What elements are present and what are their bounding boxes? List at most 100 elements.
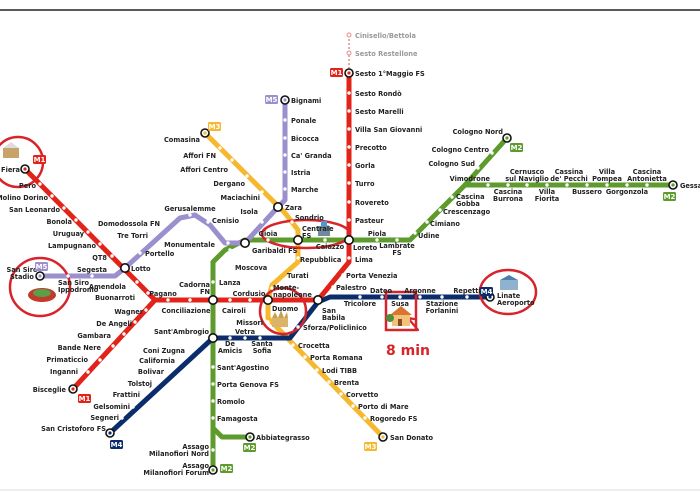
station-crocetta[interactable] (291, 343, 295, 347)
station-conciliazione[interactable] (188, 298, 192, 302)
station-vimodrone[interactable] (486, 183, 490, 187)
station-porta-venezia[interactable] (341, 273, 345, 277)
station-zara[interactable] (272, 202, 283, 213)
station-rovereto[interactable] (347, 200, 351, 204)
station-duomo[interactable] (262, 294, 273, 305)
station-de-amicis[interactable] (228, 336, 232, 340)
station-istria[interactable] (283, 170, 287, 174)
station-coni-zugna[interactable] (186, 350, 190, 354)
station-lodi-tibb[interactable] (315, 368, 319, 372)
station-gorgonzola[interactable] (625, 183, 629, 187)
station-crescenzago[interactable] (438, 208, 442, 212)
station-buonarroti[interactable] (146, 291, 150, 295)
station-cernusco-sul-naviglio[interactable] (525, 183, 529, 187)
station-gioia[interactable] (266, 238, 270, 242)
station-bicocca[interactable] (283, 136, 287, 140)
station-ponale[interactable] (283, 118, 287, 122)
station-isola[interactable] (260, 220, 264, 224)
station-cascina-gobba[interactable] (450, 195, 454, 199)
station-gorla[interactable] (347, 163, 351, 167)
station-assago-milanofiori-nord[interactable] (211, 448, 215, 452)
station-sant-ambrogio[interactable] (208, 332, 219, 343)
station-inganni[interactable] (86, 370, 90, 374)
station-pero[interactable] (38, 182, 42, 186)
station-comasina[interactable] (200, 128, 210, 138)
station-san-donato[interactable] (378, 432, 388, 442)
station-affori-centro[interactable] (230, 158, 234, 162)
station-cascina-antonietta[interactable] (645, 183, 649, 187)
station-bignami[interactable] (280, 95, 290, 105)
station-stazione-forlanini[interactable] (440, 295, 444, 299)
station-tre-torri[interactable] (150, 232, 154, 236)
station-turro[interactable] (347, 181, 351, 185)
station-cologno-centro[interactable] (490, 151, 494, 155)
station-lambrate-fs[interactable] (395, 238, 399, 242)
station-qt8[interactable] (110, 254, 114, 258)
station-molino-dorino[interactable] (50, 194, 54, 198)
station-sforza-policlinico[interactable] (296, 325, 300, 329)
station-de-angeli[interactable] (133, 320, 137, 324)
station-brenta[interactable] (327, 380, 331, 384)
station-bussero[interactable] (585, 183, 589, 187)
station-villa-pompea[interactable] (605, 183, 609, 187)
station-marche[interactable] (283, 187, 287, 191)
station-bolivar[interactable] (165, 371, 169, 375)
station-primaticcio[interactable] (98, 358, 102, 362)
station-bisceglie[interactable] (68, 384, 78, 394)
station-villa-fiorita[interactable] (545, 183, 549, 187)
station-san-siro-ippodromo[interactable] (66, 274, 70, 278)
station-famagosta[interactable] (211, 416, 215, 420)
station-amendola[interactable] (135, 280, 139, 284)
station-santa-sofia[interactable] (258, 336, 262, 340)
station-domodossola-fn[interactable] (163, 220, 167, 224)
station-udine[interactable] (413, 231, 417, 235)
station-ca-granda[interactable] (283, 153, 287, 157)
station-gerusalemme[interactable] (188, 213, 192, 217)
station-o-fiera[interactable] (20, 164, 30, 174)
station-portello[interactable] (138, 251, 142, 255)
station-argonne[interactable] (418, 295, 422, 299)
station-missori[interactable] (266, 320, 270, 324)
station-sant-agostino[interactable] (211, 365, 215, 369)
station-rogoredo-fs[interactable] (363, 416, 367, 420)
station-san-leonardo[interactable] (62, 206, 66, 210)
station-romolo[interactable] (211, 399, 215, 403)
station-pagano[interactable] (166, 298, 170, 302)
station-maciachini[interactable] (260, 190, 264, 194)
station-sondrio[interactable] (290, 220, 294, 224)
station-repubblica[interactable] (296, 256, 300, 260)
station-turati[interactable] (288, 272, 292, 276)
station-cologno-nord[interactable] (502, 133, 512, 143)
station-segneri[interactable] (120, 416, 124, 420)
station-san-cristoforo-fs[interactable] (105, 428, 115, 438)
station-bande-nere[interactable] (111, 344, 115, 348)
station-gelsomini[interactable] (131, 405, 135, 409)
station-porta-genova-fs[interactable] (211, 382, 215, 386)
station-lotto[interactable] (120, 262, 131, 273)
station-uruguay[interactable] (86, 230, 90, 234)
station-monumentale[interactable] (226, 241, 230, 245)
station-dergano[interactable] (245, 174, 249, 178)
station-abbiategrasso[interactable] (245, 432, 255, 442)
station-san-babila[interactable] (312, 294, 323, 305)
station-pasteur[interactable] (347, 218, 351, 222)
station-cassina-de-pecchi[interactable] (565, 183, 569, 187)
station-wagner[interactable] (144, 308, 148, 312)
station-tricolore[interactable] (358, 295, 362, 299)
station-monte-napoleone[interactable] (270, 286, 274, 290)
station-frattini[interactable] (141, 394, 145, 398)
station-garibaldi-fs[interactable] (240, 238, 251, 249)
station-lima[interactable] (347, 256, 351, 260)
station-loreto[interactable] (343, 235, 354, 246)
station-sesto-1-maggio-fs[interactable] (344, 68, 354, 78)
station-palestro[interactable] (331, 285, 335, 289)
station-gessate[interactable] (668, 180, 678, 190)
station-susa[interactable] (398, 295, 402, 299)
station-cairoli[interactable] (228, 298, 232, 302)
station-porta-romana[interactable] (303, 355, 307, 359)
station-piola[interactable] (375, 238, 379, 242)
station-california[interactable] (176, 360, 180, 364)
station-cadorna-fn[interactable] (208, 294, 219, 305)
station-centrale-fs[interactable] (292, 235, 303, 246)
station-assago-milanofiori-forum[interactable] (208, 465, 218, 475)
